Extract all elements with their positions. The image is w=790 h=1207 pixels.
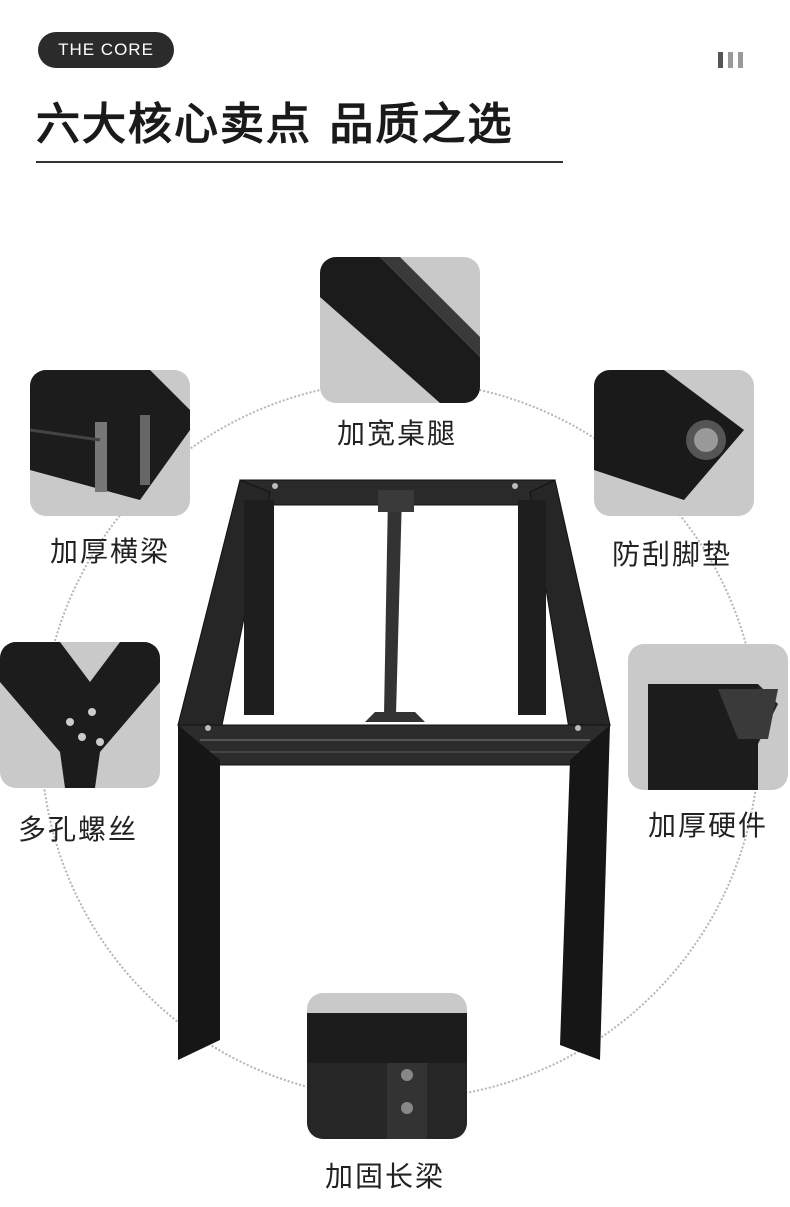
title-divider (36, 161, 563, 163)
thick-beam-thumbnail (30, 370, 190, 516)
table-frame-image (177, 479, 611, 1060)
wide-leg-thumbnail (320, 257, 480, 403)
page-title: 六大核心卖点 品质之选 (36, 99, 514, 150)
foot-pad-label: 防刮脚垫 (612, 538, 733, 571)
long-beam-label: 加固长梁 (325, 1160, 446, 1193)
foot-pad-thumbnail (594, 370, 754, 516)
the-core-badge: THE CORE (38, 32, 174, 68)
screws-thumbnail (0, 642, 160, 788)
hardware-label: 加厚硬件 (648, 809, 769, 842)
hardware-thumbnail (628, 644, 788, 790)
thick-beam-label: 加厚横梁 (50, 535, 171, 568)
screws-label: 多孔螺丝 (18, 813, 139, 846)
wide-leg-label: 加宽桌腿 (337, 417, 458, 450)
long-beam-thumbnail (307, 993, 467, 1139)
decorative-bars-icon (718, 52, 743, 68)
